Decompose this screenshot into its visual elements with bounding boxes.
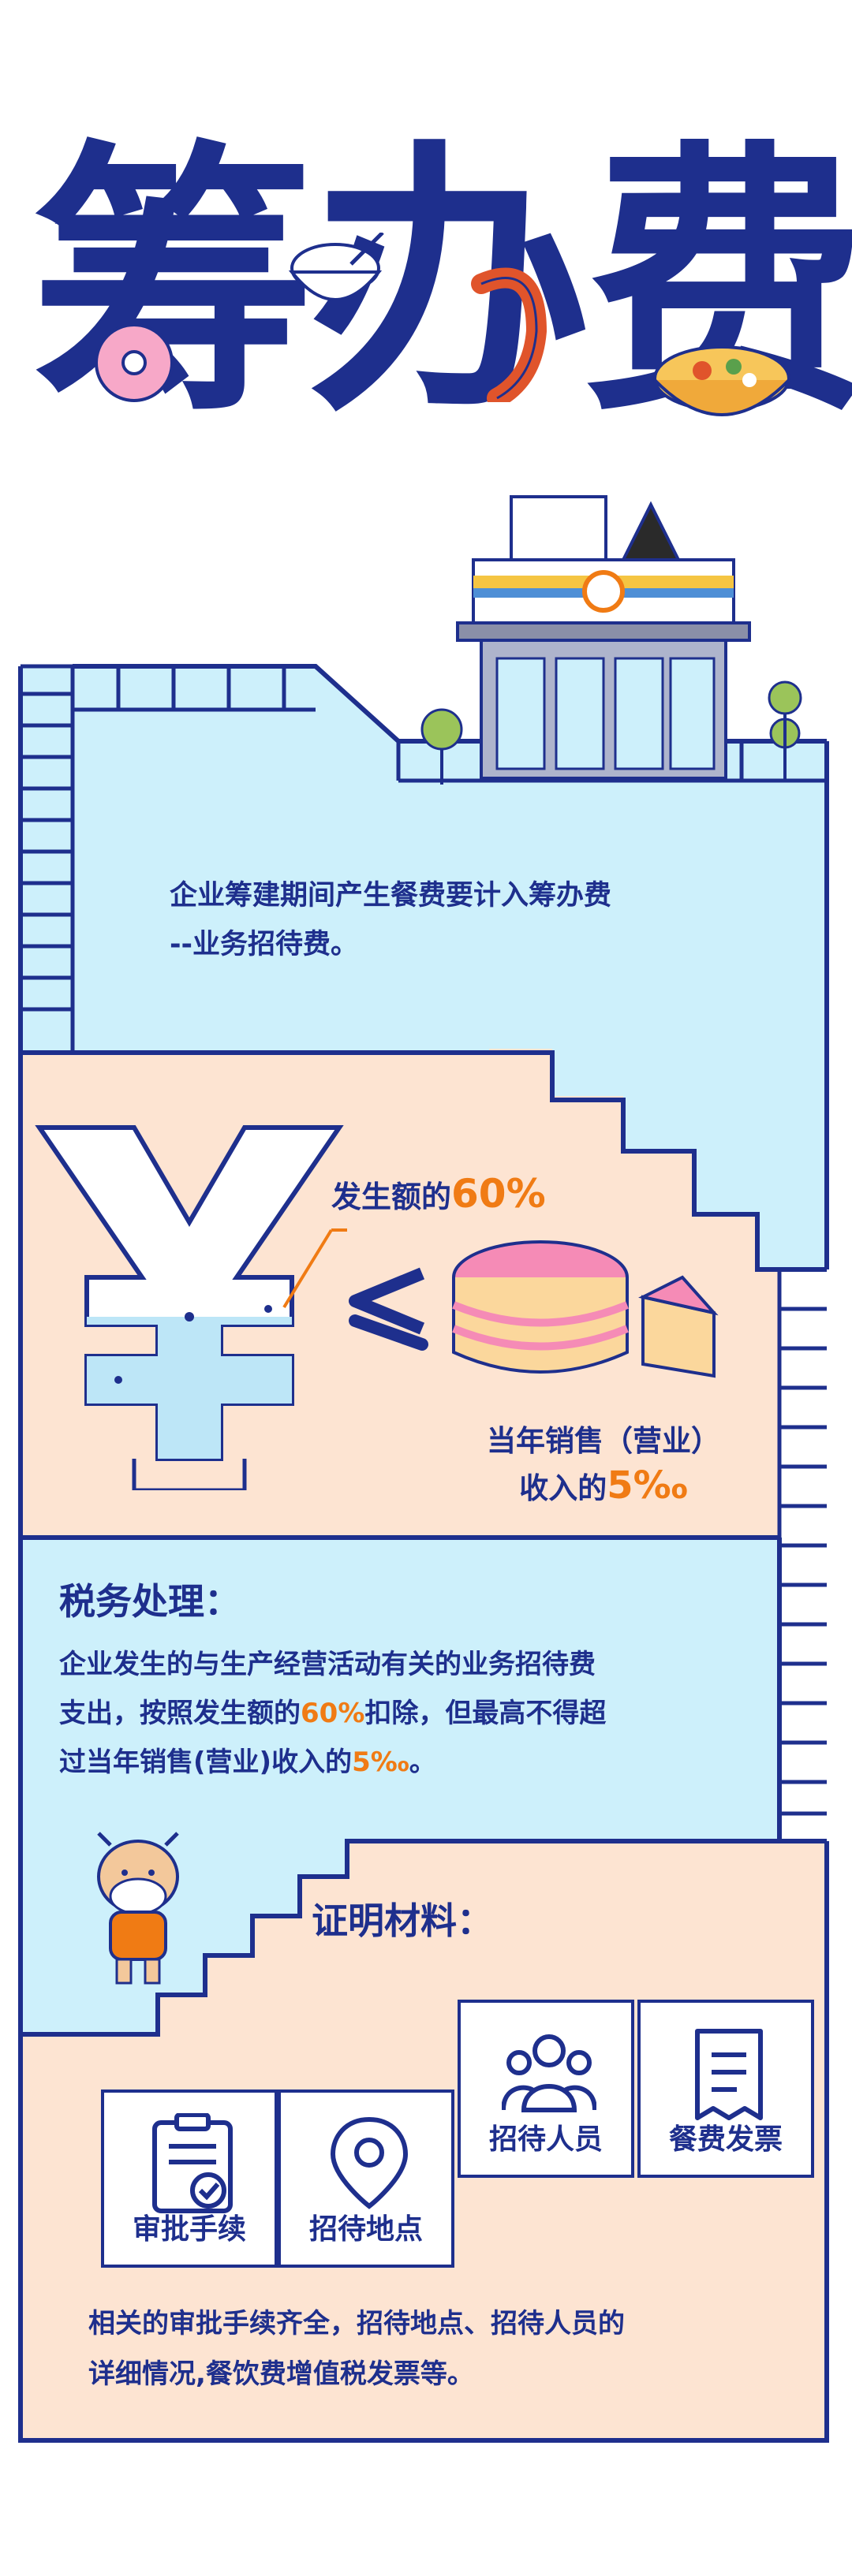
amount-60-label: 发生额的60% [331, 1171, 546, 1217]
bottom-line-2: 详细情况,餐饮费增值税发票等。 [88, 2358, 474, 2390]
people-icon [502, 2034, 596, 2112]
card-approval-label: 审批手续 [132, 2213, 246, 2246]
intro-line-1: 企业筹建期间产生餐费要计入筹办费 [170, 880, 612, 911]
tree-right-icon [768, 680, 802, 781]
less-than-icon [349, 1267, 428, 1351]
donut-icon [95, 323, 174, 402]
tax-line-2a: 支出，按照发生额的 [59, 1698, 301, 1729]
tree-left-icon [420, 708, 463, 785]
amount-pct: 60% [451, 1171, 546, 1217]
bottom-line-1: 相关的审批手续齐全，招待地点、招待人员的 [88, 2308, 625, 2339]
tax-5: 5‰ [352, 1747, 409, 1778]
card-people-label: 招待人员 [488, 2123, 603, 2156]
clipboard-check-icon [152, 2113, 233, 2213]
tax-line-3a: 过当年销售(营业)收入的 [59, 1747, 353, 1778]
tax-heading: 税务处理： [59, 1580, 241, 1623]
receipt-icon [695, 2029, 763, 2120]
yen-icon [35, 1125, 347, 1490]
card-approval: 审批手续 [101, 2090, 278, 2268]
shrimp-icon [471, 267, 547, 402]
card-people: 招待人员 [458, 2000, 634, 2178]
card-location-label: 招待地点 [308, 2213, 423, 2246]
shop-illustration [456, 495, 751, 780]
card-invoice-label: 餐费发票 [668, 2123, 783, 2156]
rice-bowl-icon [288, 233, 384, 301]
sales-line-1: 当年销售（营业） [487, 1424, 720, 1458]
sales-pct: 5‰ [607, 1463, 688, 1508]
amount-prefix: 发生额的 [331, 1180, 452, 1214]
card-location: 招待地点 [278, 2090, 454, 2268]
tax-60: 60% [301, 1698, 365, 1729]
tax-line-3c: 。 [409, 1747, 436, 1778]
tax-line-2c: 扣除，但最高不得超 [364, 1698, 607, 1729]
cake-icon [452, 1240, 719, 1378]
card-invoice: 餐费发票 [637, 2000, 814, 2178]
intro-text: 企业筹建期间产生餐费要计入筹办费 --业务招待费。 [170, 871, 738, 969]
proof-detail-text: 相关的审批手续齐全，招待地点、招待人员的 详细情况,餐饮费增值税发票等。 [88, 2298, 767, 2399]
proof-heading: 证明材料： [312, 1899, 493, 1942]
tax-line-1: 企业发生的与生产经营活动有关的业务招待费 [59, 1649, 596, 1680]
sales-5-label: 当年销售（营业） 收入的5‰ [473, 1419, 734, 1511]
cow-mascot-icon [97, 1832, 179, 1985]
location-pin-icon [330, 2116, 409, 2209]
hotpot-icon [631, 345, 813, 416]
sales-prefix: 收入的 [519, 1471, 607, 1505]
tax-text: 企业发生的与生产经营活动有关的业务招待费 支出，按照发生额的60%扣除，但最高不… [59, 1640, 753, 1787]
intro-line-2: --业务招待费。 [170, 929, 359, 960]
